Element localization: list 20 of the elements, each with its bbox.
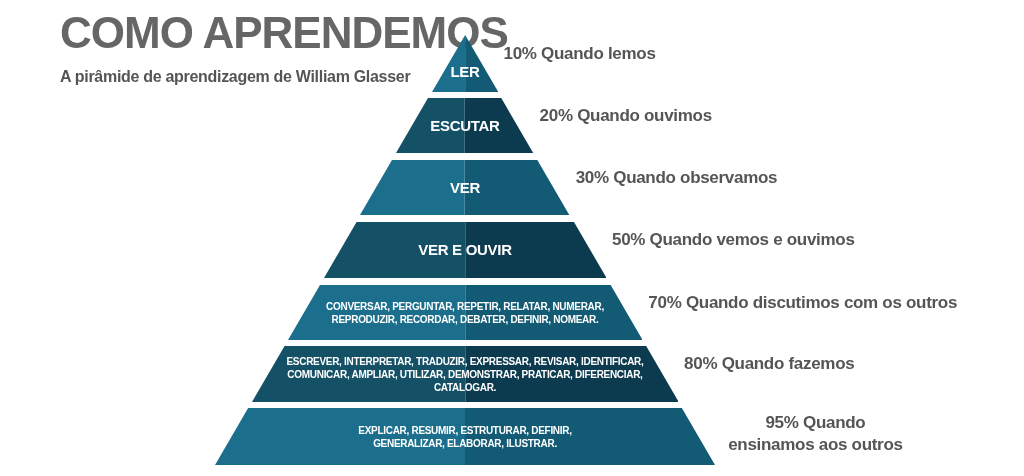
pyramid-layer xyxy=(251,346,679,402)
percentage-label: 80% Quando fazemos xyxy=(684,353,855,375)
pyramid-layer xyxy=(323,222,607,278)
pyramid-layer xyxy=(215,408,715,465)
layer-label: VER E OUVIR xyxy=(417,240,513,260)
layer-label: ESCUTAR xyxy=(429,115,501,135)
layer-label: LER xyxy=(449,61,481,82)
pyramid-layer xyxy=(396,98,534,153)
percentage-label: 50% Quando vemos e ouvimos xyxy=(612,229,855,251)
percentage-label: 70% Quando discutimos com os outros xyxy=(648,291,958,314)
layer-label: CONVERSAR, PERGUNTAR, REPETIR, RELATAR, NUMERAR, REPRODUZIR, RECORDAR, DEBATER, DEFINIR, NOMEAR. xyxy=(325,299,605,326)
layer-label: EXPLICAR, RESUMIR, ESTRUTURAR, DEFINIR, GENERALIZAR, ELABORAR, ILUSTRAR. xyxy=(357,423,573,450)
pyramid-layer xyxy=(287,285,643,340)
percentage-label: 30% Quando observamos xyxy=(575,166,778,189)
percentage-label: 20% Quando ouvimos xyxy=(539,104,712,127)
percentage-label: 95% Quando ensinamos aos outros xyxy=(727,412,904,457)
subtitle: A pirâmide de aprendizagem de William Glasser xyxy=(60,68,411,86)
layer-label: VER xyxy=(449,177,481,197)
pyramid-layer xyxy=(360,160,570,215)
layer-label: ESCREVER, INTERPRETAR, TRADUZIR, EXPRESSAR, REVISAR, IDENTIFICAR, COMUNICAR, AMPLIAR, UTILIZAR, DEMONSTRAR, PRATICAR, DIFERENCIAR, CATALOGAR. xyxy=(285,354,645,394)
